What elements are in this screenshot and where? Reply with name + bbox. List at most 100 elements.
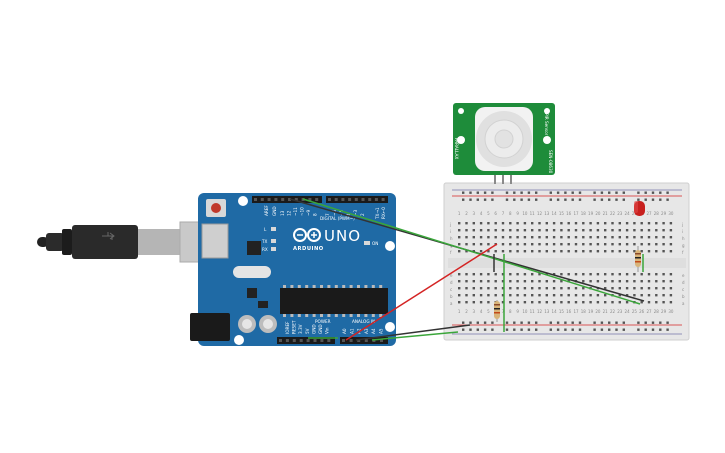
rail-hole[interactable] [476, 198, 479, 201]
breadboard-hole[interactable] [487, 280, 490, 283]
breadboard-hole[interactable] [538, 250, 541, 253]
breadboard-hole[interactable] [574, 287, 578, 290]
header-hole[interactable] [267, 198, 271, 201]
rail-hole[interactable] [615, 321, 618, 324]
breadboard-hole[interactable] [567, 243, 570, 246]
breadboard-hole[interactable] [655, 287, 658, 290]
breadboard-hole[interactable] [479, 273, 483, 276]
breadboard-hole[interactable] [647, 243, 651, 246]
breadboard-hole[interactable] [640, 294, 643, 297]
breadboard-hole[interactable] [487, 273, 490, 276]
header-hole[interactable] [357, 339, 361, 342]
rail-hole[interactable] [527, 198, 531, 201]
header-hole[interactable] [381, 198, 385, 201]
breadboard-hole[interactable] [560, 229, 563, 232]
breadboard-hole[interactable] [552, 229, 556, 232]
breadboard-hole[interactable] [618, 250, 621, 253]
rail-hole[interactable] [644, 328, 647, 331]
digital-header-high[interactable] [252, 196, 322, 203]
breadboard-hole[interactable] [611, 280, 614, 283]
breadboard-hole[interactable] [479, 250, 483, 253]
breadboard-hole[interactable] [640, 229, 643, 232]
usb-cable[interactable] [37, 221, 227, 263]
breadboard-hole[interactable] [545, 287, 548, 290]
breadboard-hole[interactable] [501, 250, 505, 253]
rail-hole[interactable] [462, 198, 465, 201]
rail-hole[interactable] [571, 191, 574, 194]
breadboard-hole[interactable] [487, 236, 490, 239]
rail-hole[interactable] [666, 321, 669, 324]
breadboard-hole[interactable] [574, 273, 578, 276]
header-hole[interactable] [285, 339, 289, 342]
breadboard-hole[interactable] [465, 243, 468, 246]
breadboard-hole[interactable] [523, 301, 527, 304]
breadboard-hole[interactable] [611, 229, 614, 232]
breadboard-hole[interactable] [655, 294, 658, 297]
breadboard-hole[interactable] [582, 229, 585, 232]
rail-hole[interactable] [593, 198, 596, 201]
red-led[interactable] [634, 201, 645, 216]
breadboard-hole[interactable] [582, 250, 585, 253]
header-hole[interactable] [368, 198, 372, 201]
breadboard-hole[interactable] [582, 280, 585, 283]
breadboard-hole[interactable] [531, 243, 534, 246]
breadboard-hole[interactable] [465, 250, 468, 253]
breadboard-hole[interactable] [662, 236, 665, 239]
rail-hole[interactable] [615, 328, 618, 331]
breadboard-hole[interactable] [589, 273, 592, 276]
rail-hole[interactable] [535, 191, 538, 194]
breadboard-hole[interactable] [589, 236, 592, 239]
breadboard-hole[interactable] [465, 287, 468, 290]
breadboard-hole[interactable] [531, 301, 534, 304]
header-hole[interactable] [279, 339, 282, 342]
rail-hole[interactable] [556, 321, 560, 324]
breadboard-hole[interactable] [640, 250, 643, 253]
breadboard-hole[interactable] [509, 250, 512, 253]
breadboard-hole[interactable] [523, 222, 527, 225]
breadboard-hole[interactable] [531, 229, 534, 232]
breadboard-hole[interactable] [458, 273, 461, 276]
rail-hole[interactable] [520, 198, 523, 201]
breadboard-hole[interactable] [604, 301, 607, 304]
breadboard-hole[interactable] [458, 280, 461, 283]
breadboard-hole[interactable] [604, 229, 607, 232]
breadboard-hole[interactable] [487, 294, 490, 297]
wires[interactable] [289, 198, 645, 341]
breadboard-hole[interactable] [509, 301, 512, 304]
rail-hole[interactable] [600, 198, 604, 201]
breadboard-hole[interactable] [552, 250, 556, 253]
rail-hole[interactable] [622, 321, 625, 324]
breadboard-hole[interactable] [669, 294, 673, 297]
rail-hole[interactable] [520, 321, 523, 324]
breadboard-hole[interactable] [611, 250, 614, 253]
breadboard-hole[interactable] [655, 243, 658, 246]
rail-hole[interactable] [564, 321, 567, 324]
breadboard-hole[interactable] [501, 229, 505, 232]
resistor-led[interactable] [635, 246, 641, 272]
breadboard-hole[interactable] [531, 236, 534, 239]
breadboard-hole[interactable] [472, 273, 475, 276]
breadboard-hole[interactable] [523, 229, 527, 232]
rail-hole[interactable] [462, 191, 465, 194]
rail-hole[interactable] [600, 191, 604, 194]
breadboard-hole[interactable] [538, 222, 541, 225]
breadboard-hole[interactable] [494, 229, 497, 232]
rail-hole[interactable] [491, 198, 494, 201]
breadboard-hole[interactable] [472, 287, 475, 290]
breadboard-hole[interactable] [545, 236, 548, 239]
breadboard-hole[interactable] [655, 301, 658, 304]
breadboard[interactable]: 1122334455667788991010111112121313141415… [443, 182, 690, 341]
resistor-pir[interactable] [494, 300, 500, 322]
rail-hole[interactable] [549, 328, 552, 331]
breadboard-hole[interactable] [633, 280, 636, 283]
breadboard-hole[interactable] [458, 250, 461, 253]
breadboard-hole[interactable] [647, 280, 651, 283]
rail-hole[interactable] [571, 321, 574, 324]
rail-hole[interactable] [527, 328, 531, 331]
breadboard-hole[interactable] [501, 301, 505, 304]
header-hole[interactable] [361, 198, 365, 201]
rail-hole[interactable] [608, 198, 611, 201]
breadboard-hole[interactable] [618, 222, 621, 225]
breadboard-hole[interactable] [494, 250, 497, 253]
rail-hole[interactable] [520, 328, 523, 331]
